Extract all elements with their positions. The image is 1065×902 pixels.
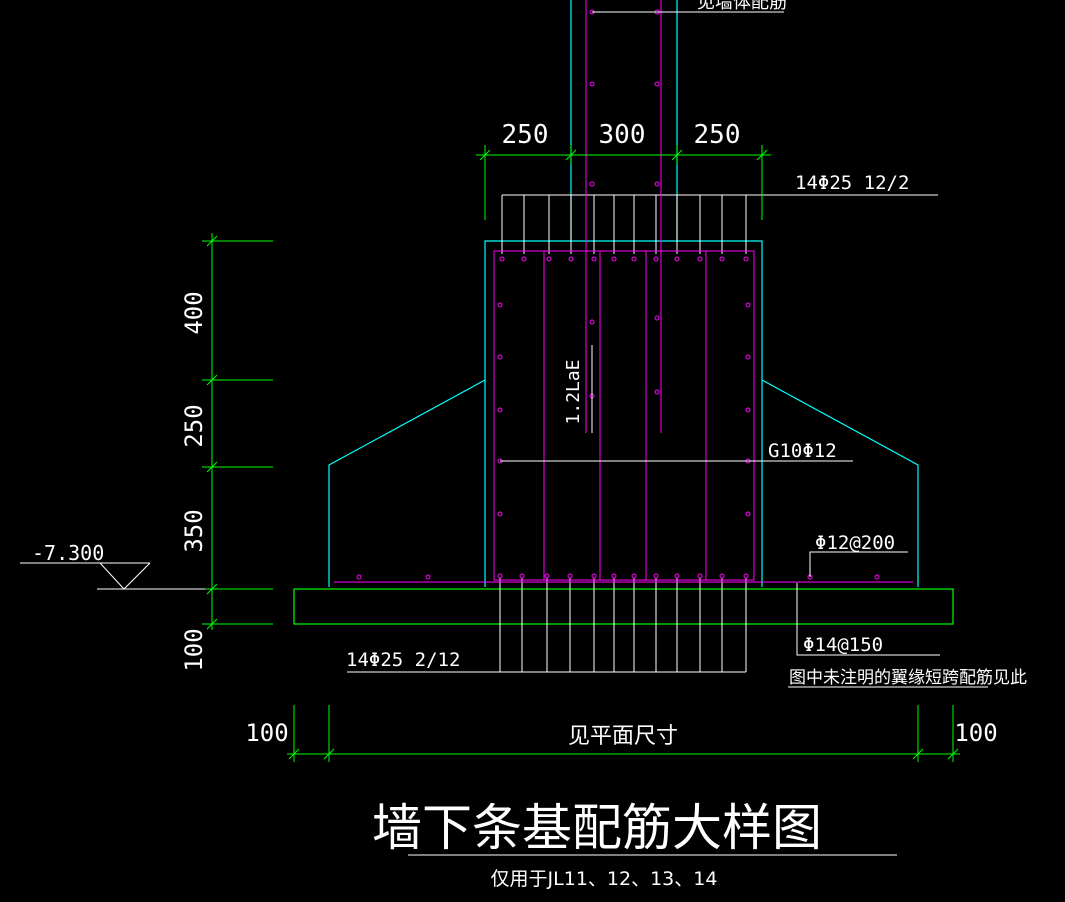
transverse-bar-label: Φ14@150 [803, 634, 883, 656]
dim-left-3-label: 350 [180, 509, 208, 552]
left-dimension [202, 233, 273, 630]
side-bar-label: G10Φ12 [768, 440, 837, 462]
dim-left-1-label: 400 [180, 291, 208, 334]
bottom-dimension [287, 705, 960, 762]
inner-stirrup-1 [543, 250, 601, 581]
dim-top-mid-label: 300 [599, 120, 646, 150]
dist-bar-label: Φ12@200 [815, 532, 895, 554]
bottom-rebar-markers [347, 578, 747, 673]
transverse-bar-leader [796, 583, 940, 656]
cushion-layer [293, 588, 954, 625]
inner-stirrup-2 [645, 250, 707, 581]
rebar [334, 0, 913, 583]
outer-stirrup [493, 250, 755, 581]
dim-top-right-label: 250 [694, 120, 741, 150]
dim-bottom-mid-label: 见平面尺寸 [568, 724, 678, 749]
dim-top-left-label: 250 [502, 120, 549, 150]
drawing-subtitle: 仅用于JL11、12、13、14 [491, 868, 718, 890]
dim-left-2-label: 250 [180, 404, 208, 447]
concrete-outline [328, 0, 919, 587]
bottom-rebar-note: 14Φ25 2/12 [346, 649, 460, 671]
rebar-dots [356, 9, 880, 580]
wing-note: 图中未注明的翼缘短跨配筋见此 [789, 668, 1027, 688]
top-dimension [476, 145, 771, 220]
elevation-triangle [99, 562, 151, 590]
top-cut-label: 见墙体配筋 [697, 0, 787, 13]
top-rebar-note: 14Φ25 12/2 [795, 172, 909, 194]
top-rebar-markers [501, 194, 938, 254]
elevation-label: -7.300 [32, 541, 104, 565]
left-flange-outline [328, 379, 486, 587]
right-flange-outline [761, 379, 919, 587]
dim-bottom-right-label: 100 [954, 719, 997, 747]
leaders [20, 11, 940, 656]
drawing-title: 墙下条基配筋大样图 [372, 799, 822, 857]
beam-rib-outline [484, 240, 763, 587]
dist-bar-leader [809, 551, 908, 577]
dim-left-4-label: 100 [180, 628, 208, 671]
dim-bottom-left-label: 100 [245, 719, 288, 747]
anchorage-label: 1.2LaE [563, 359, 584, 424]
